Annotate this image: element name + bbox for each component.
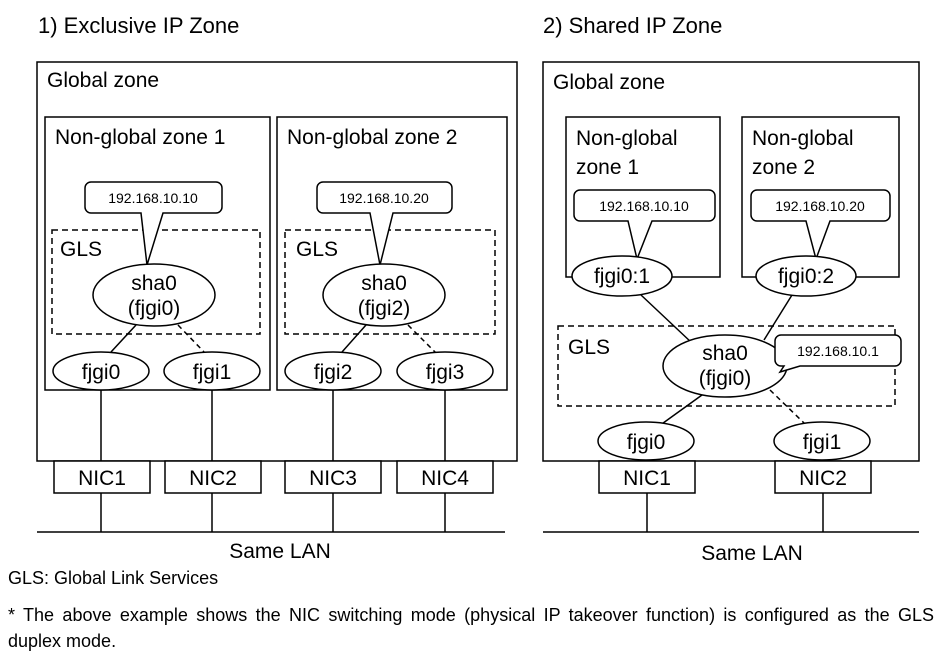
left-zone2-fjgi2-label: fjgi2 bbox=[314, 361, 353, 384]
left-zone2-gls-region bbox=[284, 229, 496, 335]
right-nic1-label: NIC1 bbox=[623, 467, 671, 490]
right-zone2-to-sha0-link bbox=[763, 294, 793, 341]
right-virtual-ip: 192.168.10.1 bbox=[797, 343, 879, 359]
right-zone1-ip-callout bbox=[573, 189, 716, 262]
left-zone1-ip: 192.168.10.10 bbox=[108, 190, 198, 206]
right-fjgi0-label: fjgi0 bbox=[627, 431, 666, 454]
right-gls-region bbox=[557, 325, 896, 407]
left-zone1-sha0-sub: (fjgi0) bbox=[128, 297, 181, 320]
right-gls-label: GLS bbox=[568, 336, 610, 359]
left-zone2-sha0-node bbox=[322, 263, 446, 327]
left-zone2-active-link bbox=[341, 324, 367, 353]
left-zone2-box bbox=[276, 116, 508, 391]
right-zone1-title-line2: zone 1 bbox=[576, 156, 639, 179]
right-lan-label: Same LAN bbox=[701, 542, 803, 565]
heading-shared-ip-zone: 2) Shared IP Zone bbox=[543, 13, 722, 38]
left-global-zone-label: Global zone bbox=[47, 69, 159, 92]
left-zone2-ip: 192.168.10.20 bbox=[339, 190, 429, 206]
left-zone2-gls-label: GLS bbox=[296, 238, 338, 261]
left-zone1-standby-link bbox=[177, 324, 206, 354]
left-zone2-ip-callout bbox=[316, 181, 453, 266]
right-nic2-box bbox=[774, 460, 872, 494]
left-zone1-title: Non-global zone 1 bbox=[55, 126, 225, 149]
left-zone1-sha0-node bbox=[92, 263, 216, 327]
right-sha0-sub: (fjgi0) bbox=[699, 367, 752, 390]
right-fjgi1-node bbox=[773, 421, 871, 461]
right-active-link bbox=[658, 394, 703, 427]
left-zone1-box bbox=[44, 116, 271, 391]
right-zone2-ip: 192.168.10.20 bbox=[775, 198, 865, 214]
right-zone2-ip-callout bbox=[750, 189, 891, 262]
left-nic1-label: NIC1 bbox=[78, 467, 126, 490]
right-zone2-fjgi0-2-label: fjgi0:2 bbox=[778, 265, 834, 288]
right-sha0-label: sha0 bbox=[702, 342, 748, 365]
right-zone1-to-sha0-link bbox=[640, 294, 693, 344]
right-zone1-fjgi0-1-label: fjgi0:1 bbox=[594, 265, 650, 288]
left-zone2-standby-link bbox=[407, 324, 437, 354]
right-zone1-title-line1: Non-global bbox=[576, 127, 678, 150]
left-nic3-box bbox=[284, 460, 382, 494]
left-zone2-fjgi3-label: fjgi3 bbox=[426, 361, 465, 384]
right-global-zone-label: Global zone bbox=[553, 71, 665, 94]
left-zone2-title: Non-global zone 2 bbox=[287, 126, 457, 149]
left-nic4-label: NIC4 bbox=[421, 467, 469, 490]
right-zone2-title-line1: Non-global bbox=[752, 127, 854, 150]
right-zone1-ip: 192.168.10.10 bbox=[599, 198, 689, 214]
left-zone1-active-link bbox=[110, 324, 137, 353]
left-zone1-fjgi0-label: fjgi0 bbox=[82, 361, 121, 384]
heading-exclusive-ip-zone: 1) Exclusive IP Zone bbox=[38, 13, 239, 38]
right-fjgi1-label: fjgi1 bbox=[803, 431, 842, 454]
left-zone1-sha0-label: sha0 bbox=[131, 272, 177, 295]
left-zone1-gls-label: GLS bbox=[60, 238, 102, 261]
footnote: * The above example shows the NIC switch… bbox=[8, 605, 934, 651]
right-nic2-label: NIC2 bbox=[799, 467, 847, 490]
right-zone2-title-line2: zone 2 bbox=[752, 156, 815, 179]
left-nic3-label: NIC3 bbox=[309, 467, 357, 490]
left-lan-label: Same LAN bbox=[229, 540, 331, 563]
right-zone1-fjgi0-1-node bbox=[571, 255, 673, 297]
right-zone2-fjgi0-2-node bbox=[755, 255, 857, 297]
left-nic1-box bbox=[53, 460, 151, 494]
left-zone1-ip-callout bbox=[84, 181, 223, 266]
right-fjgi0-node bbox=[597, 421, 695, 461]
right-virtual-ip-callout bbox=[774, 334, 902, 374]
left-zone2-sha0-label: sha0 bbox=[361, 272, 407, 295]
left-nic2-label: NIC2 bbox=[189, 467, 237, 490]
right-standby-link bbox=[769, 389, 805, 424]
left-zone1-fjgi1-label: fjgi1 bbox=[193, 361, 232, 384]
gls-legend: GLS: Global Link Services bbox=[8, 568, 219, 588]
left-nic2-box bbox=[164, 460, 262, 494]
left-nic4-box bbox=[396, 460, 494, 494]
left-zone2-sha0-sub: (fjgi2) bbox=[358, 297, 411, 320]
right-nic1-box bbox=[598, 460, 696, 494]
